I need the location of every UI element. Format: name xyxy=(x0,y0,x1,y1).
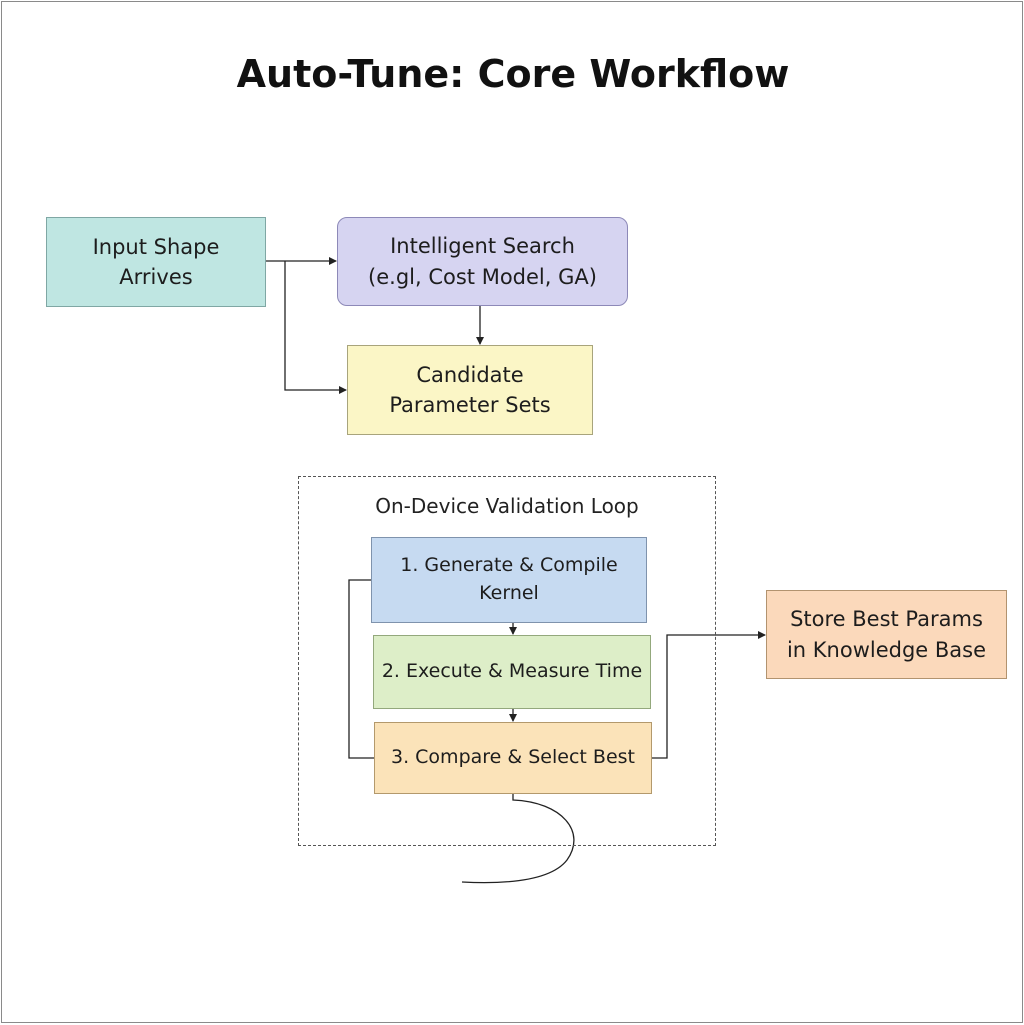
validation-loop-title: On-Device Validation Loop xyxy=(375,494,639,518)
node-generate-compile: 1. Generate & Compile Kernel xyxy=(371,537,647,623)
node-candidate-parameter-sets: Candidate Parameter Sets xyxy=(347,345,593,435)
node-store-best-params: Store Best Params in Knowledge Base xyxy=(766,590,1007,679)
arrow-compare-to-store xyxy=(652,631,766,759)
node-intelligent-search: Intelligent Search (e.gl, Cost Model, GA… xyxy=(337,217,628,306)
arrow-input-to-candidates xyxy=(284,261,347,394)
validation-loop-container xyxy=(298,476,716,846)
curved-tail-line xyxy=(461,794,575,884)
diagram-title: Auto-Tune: Core Workflow xyxy=(236,52,790,96)
node-input-shape: Input Shape Arrives xyxy=(46,217,266,307)
loop-back-line xyxy=(348,579,374,759)
node-compare-select: 3. Compare & Select Best xyxy=(374,722,652,794)
node-execute-measure: 2. Execute & Measure Time xyxy=(373,635,651,709)
